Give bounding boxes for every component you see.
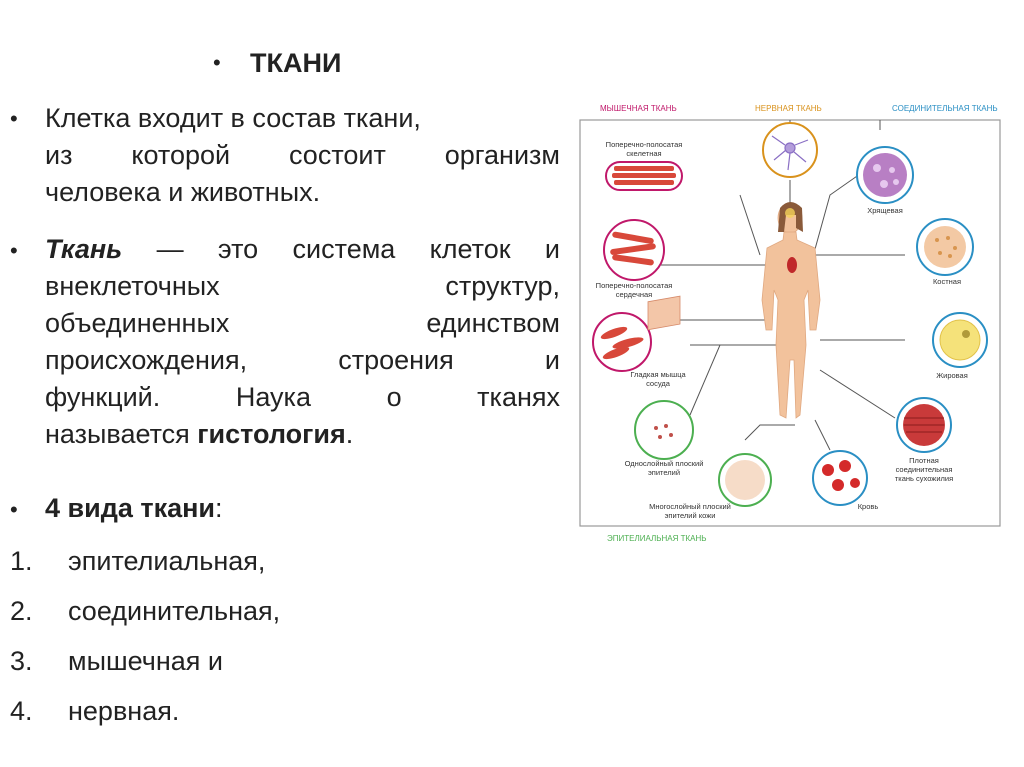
- bone-dots: [935, 236, 957, 258]
- label-cardiac-2: сердечная: [616, 290, 653, 299]
- slide-title: ТКАНИ: [250, 48, 342, 78]
- simple-epithelium-icon: [647, 295, 681, 439]
- cartilage-cells: [873, 164, 899, 188]
- neuron-icon: [771, 135, 809, 171]
- bullet-marker: •: [10, 238, 18, 263]
- bullet-marker: •: [213, 50, 221, 75]
- category-epithelial: ЭПИТЕЛИАЛЬНАЯ ТКАНЬ: [607, 534, 707, 543]
- label-cartilage: Хрящевая: [867, 206, 903, 215]
- stratified-epithelium-icon: [725, 460, 765, 500]
- label-smooth-1: Гладкая мышца: [630, 370, 686, 379]
- adipose-nucleus: [962, 330, 970, 338]
- adipose-icon: [939, 319, 981, 361]
- smooth-muscle-icon: [600, 326, 644, 360]
- bullet3-line: 4 вида ткани:: [45, 493, 223, 523]
- bullet1-line-2: из которой состоит организм: [45, 140, 560, 170]
- heart-shape: [787, 257, 797, 273]
- label-stratified-1: Многослойный плоский: [649, 502, 731, 511]
- list-item: мышечная и: [68, 646, 223, 676]
- bullet1-line-3: человека и животных.: [45, 177, 321, 207]
- label-simple-epithelium-2: эпителий: [648, 468, 680, 477]
- label-cardiac-1: Поперечно-полосатая: [596, 281, 673, 290]
- bullet-marker: •: [10, 106, 18, 131]
- bullet2-line-6: называется гистология.: [45, 419, 354, 449]
- list-number: 4.: [10, 696, 33, 726]
- bullet2-line-3: объединенных единством: [45, 308, 560, 338]
- label-simple-epithelium-1: Однослойный плоский: [625, 459, 704, 468]
- bullet2-line-1: Ткань — это система клеток и: [45, 234, 560, 264]
- bone-icon: [924, 226, 966, 268]
- bullet2-line-2: внеклеточных структур,: [45, 271, 560, 301]
- label-bone: Костная: [933, 277, 961, 286]
- simple-epithelium-circle: [634, 400, 694, 460]
- label-stratified-2: эпителий кожи: [665, 511, 716, 520]
- dense-fibers: [904, 417, 944, 433]
- human-body-figure: [761, 202, 821, 419]
- label-blood: Кровь: [858, 502, 879, 511]
- list-number: 3.: [10, 646, 33, 676]
- list-item: соединительная,: [68, 596, 281, 626]
- list-number: 2.: [10, 596, 33, 626]
- bullet2-line-5: функций. Наука о тканях: [45, 382, 560, 412]
- blood-icon: [822, 460, 860, 491]
- label-dense-2: соединительная: [896, 465, 953, 474]
- list-number: 1.: [10, 546, 33, 576]
- cartilage-icon: [863, 153, 907, 197]
- bullet-marker: •: [10, 497, 18, 522]
- category-muscle: МЫШЕЧНАЯ ТКАНЬ: [600, 104, 677, 113]
- list-item: эпителиальная,: [68, 546, 266, 576]
- list-item: нервная.: [68, 696, 180, 726]
- tissue-diagram: МЫШЕЧНАЯ ТКАНЬ НЕРВНАЯ ТКАНЬ СОЕДИНИТЕЛЬ…: [579, 104, 1001, 543]
- label-skeletal-1: Поперечно-полосатая: [606, 140, 683, 149]
- label-smooth-2: сосуда: [646, 379, 671, 388]
- bullet1-line-1: Клетка входит в состав ткани,: [45, 103, 421, 133]
- label-adipose: Жировая: [936, 371, 968, 380]
- skeletal-muscle-icon: [612, 166, 676, 185]
- label-dense-1: Плотная: [909, 456, 939, 465]
- blood-circle: [812, 450, 868, 506]
- category-nervous: НЕРВНАЯ ТКАНЬ: [755, 104, 822, 113]
- hair-shape: [778, 202, 803, 232]
- category-connective: СОЕДИНИТЕЛЬНАЯ ТКАНЬ: [892, 104, 998, 113]
- label-dense-3: ткань сухожилия: [895, 474, 953, 483]
- term-tkan: Ткань: [45, 234, 123, 264]
- bullet2-line-4: происхождения, строения и: [45, 345, 560, 375]
- label-skeletal-2: скелетная: [626, 149, 661, 158]
- brain-shape: [785, 208, 795, 218]
- cardiac-muscle-icon: [610, 231, 656, 266]
